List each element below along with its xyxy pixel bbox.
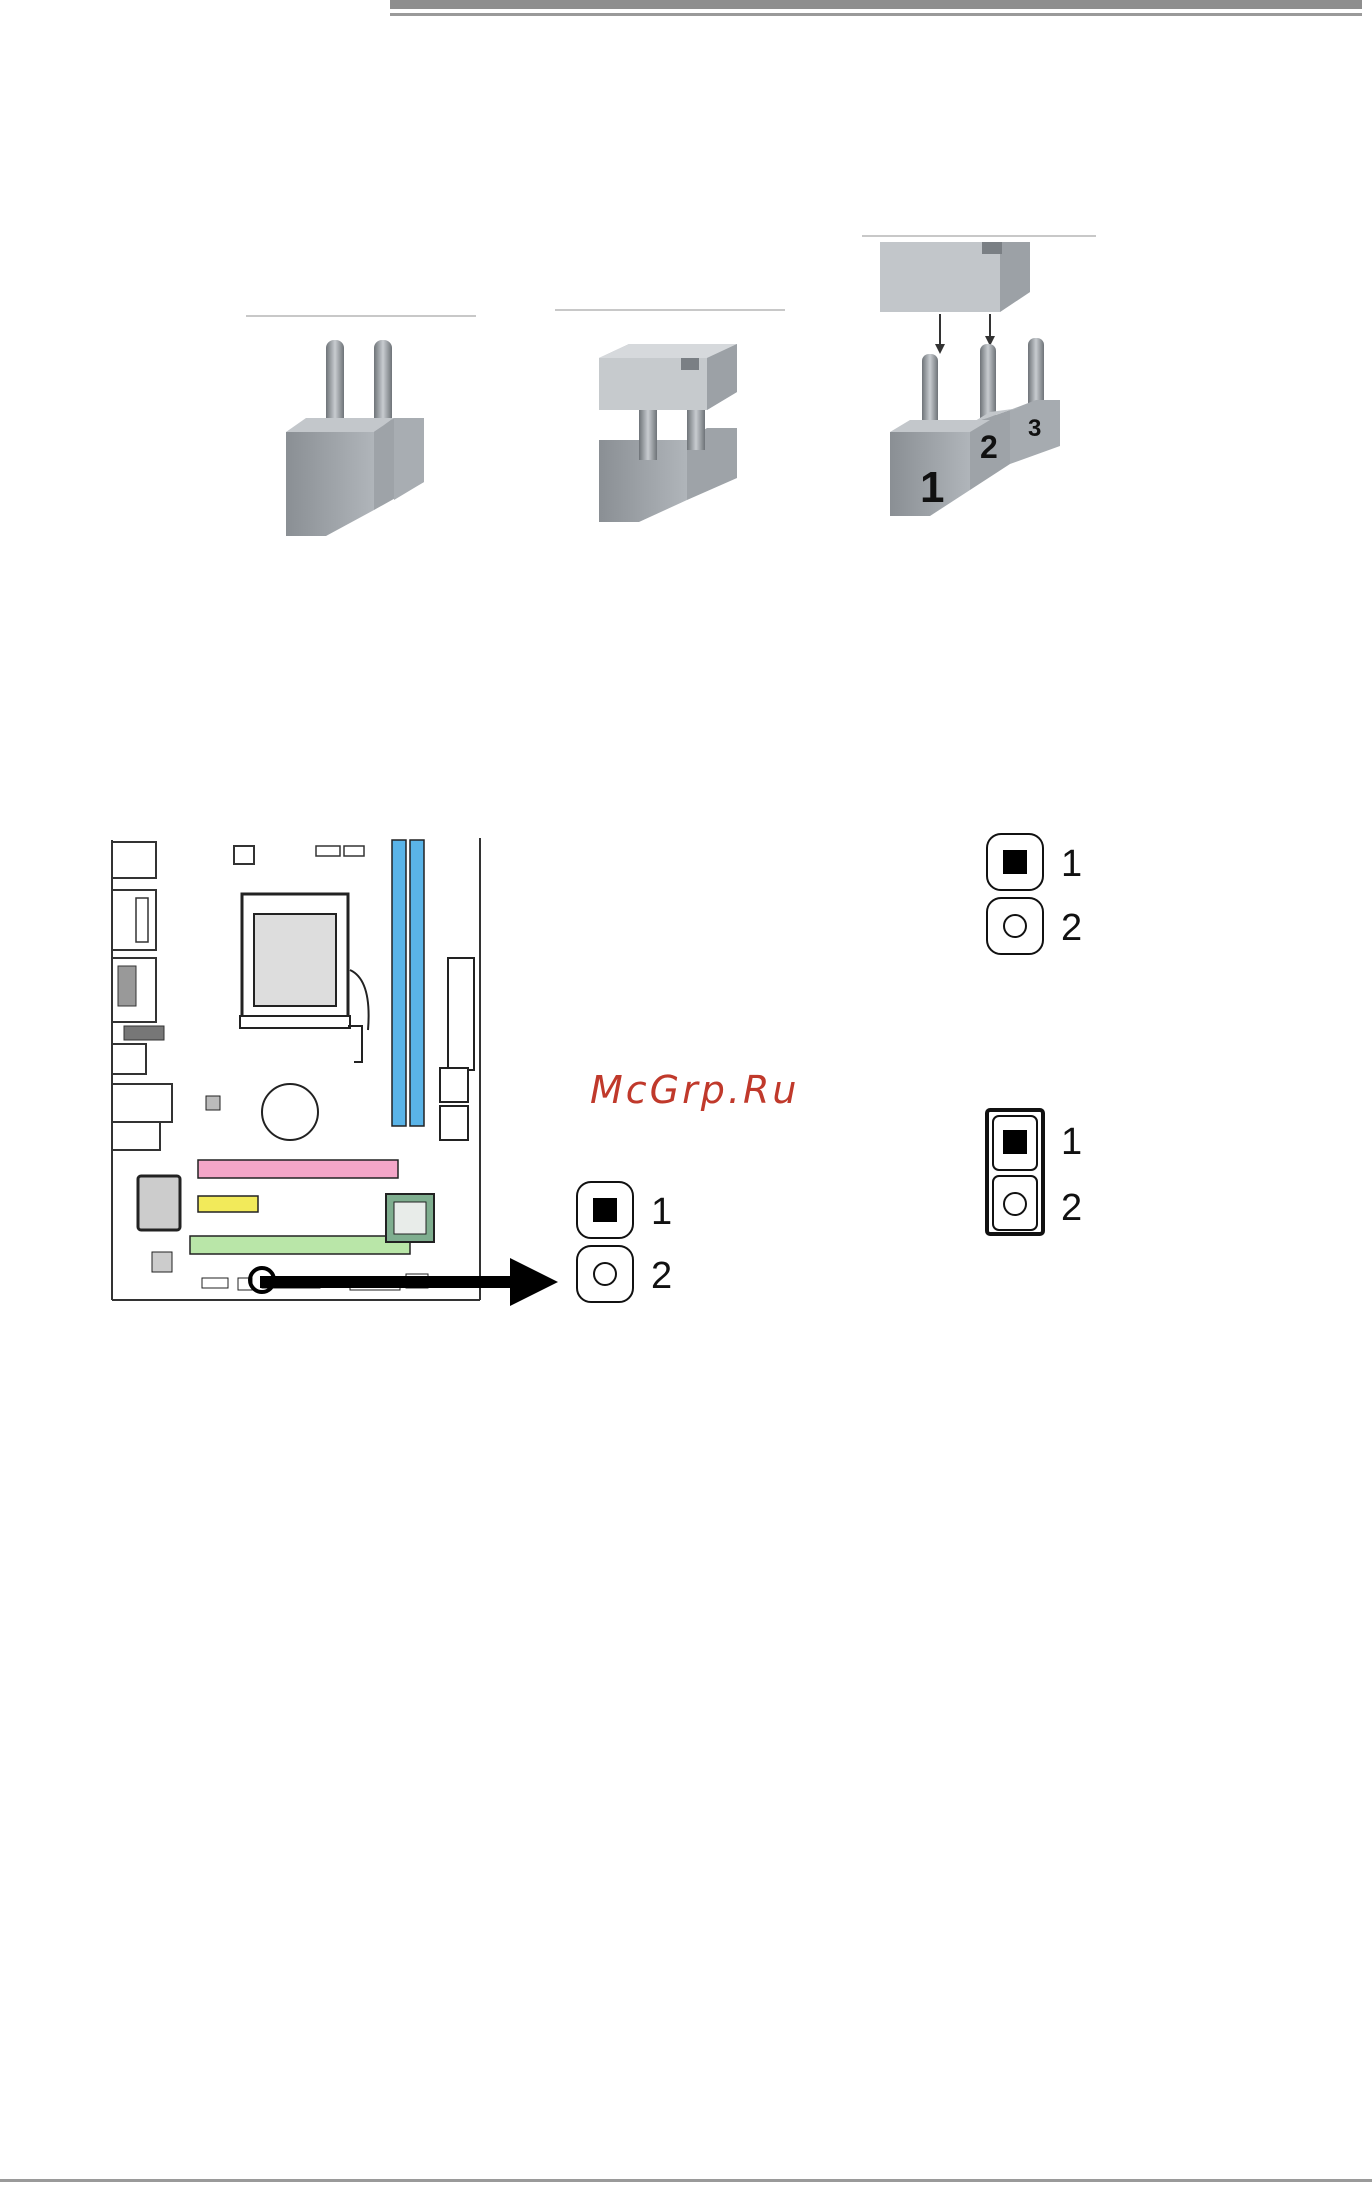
- pin-number-3: 3: [1028, 415, 1041, 442]
- pin-number-1: 1: [920, 463, 944, 512]
- jumper-3pin-illustration: 1 2 3: [860, 232, 1100, 532]
- pin-diagram-closed: 1 2: [985, 1108, 1105, 1248]
- closed-pin-label-2: 2: [1061, 1187, 1082, 1229]
- motherboard-layout: [110, 830, 490, 1310]
- callout-arrow: [260, 1252, 560, 1312]
- watermark-text: McGrp.Ru: [590, 1068, 799, 1112]
- pin-number-2: 2: [980, 429, 998, 465]
- open-pin-label-1: 1: [1061, 843, 1082, 885]
- closed-pin-label-1: 1: [1061, 1121, 1082, 1163]
- dimm-slot-1: [392, 840, 406, 1126]
- pcie-x16-slot: [198, 1160, 398, 1178]
- jumper-open-illustration: [240, 310, 480, 540]
- pin-diagram-open: 1 2: [985, 832, 1105, 972]
- pin-label-2: 2: [651, 1255, 672, 1297]
- dimm-slot-2: [410, 840, 424, 1126]
- jumper-closed-illustration: [553, 300, 793, 530]
- pin-2-round: [577, 1246, 633, 1302]
- header-rule: [390, 0, 1362, 18]
- pin-label-1: 1: [651, 1191, 672, 1233]
- pcie-x1-slot: [198, 1196, 258, 1212]
- footer-rule: [0, 2179, 1372, 2182]
- pin-diagram-callout: 1 2: [575, 1180, 695, 1320]
- open-pin-label-2: 2: [1061, 907, 1082, 949]
